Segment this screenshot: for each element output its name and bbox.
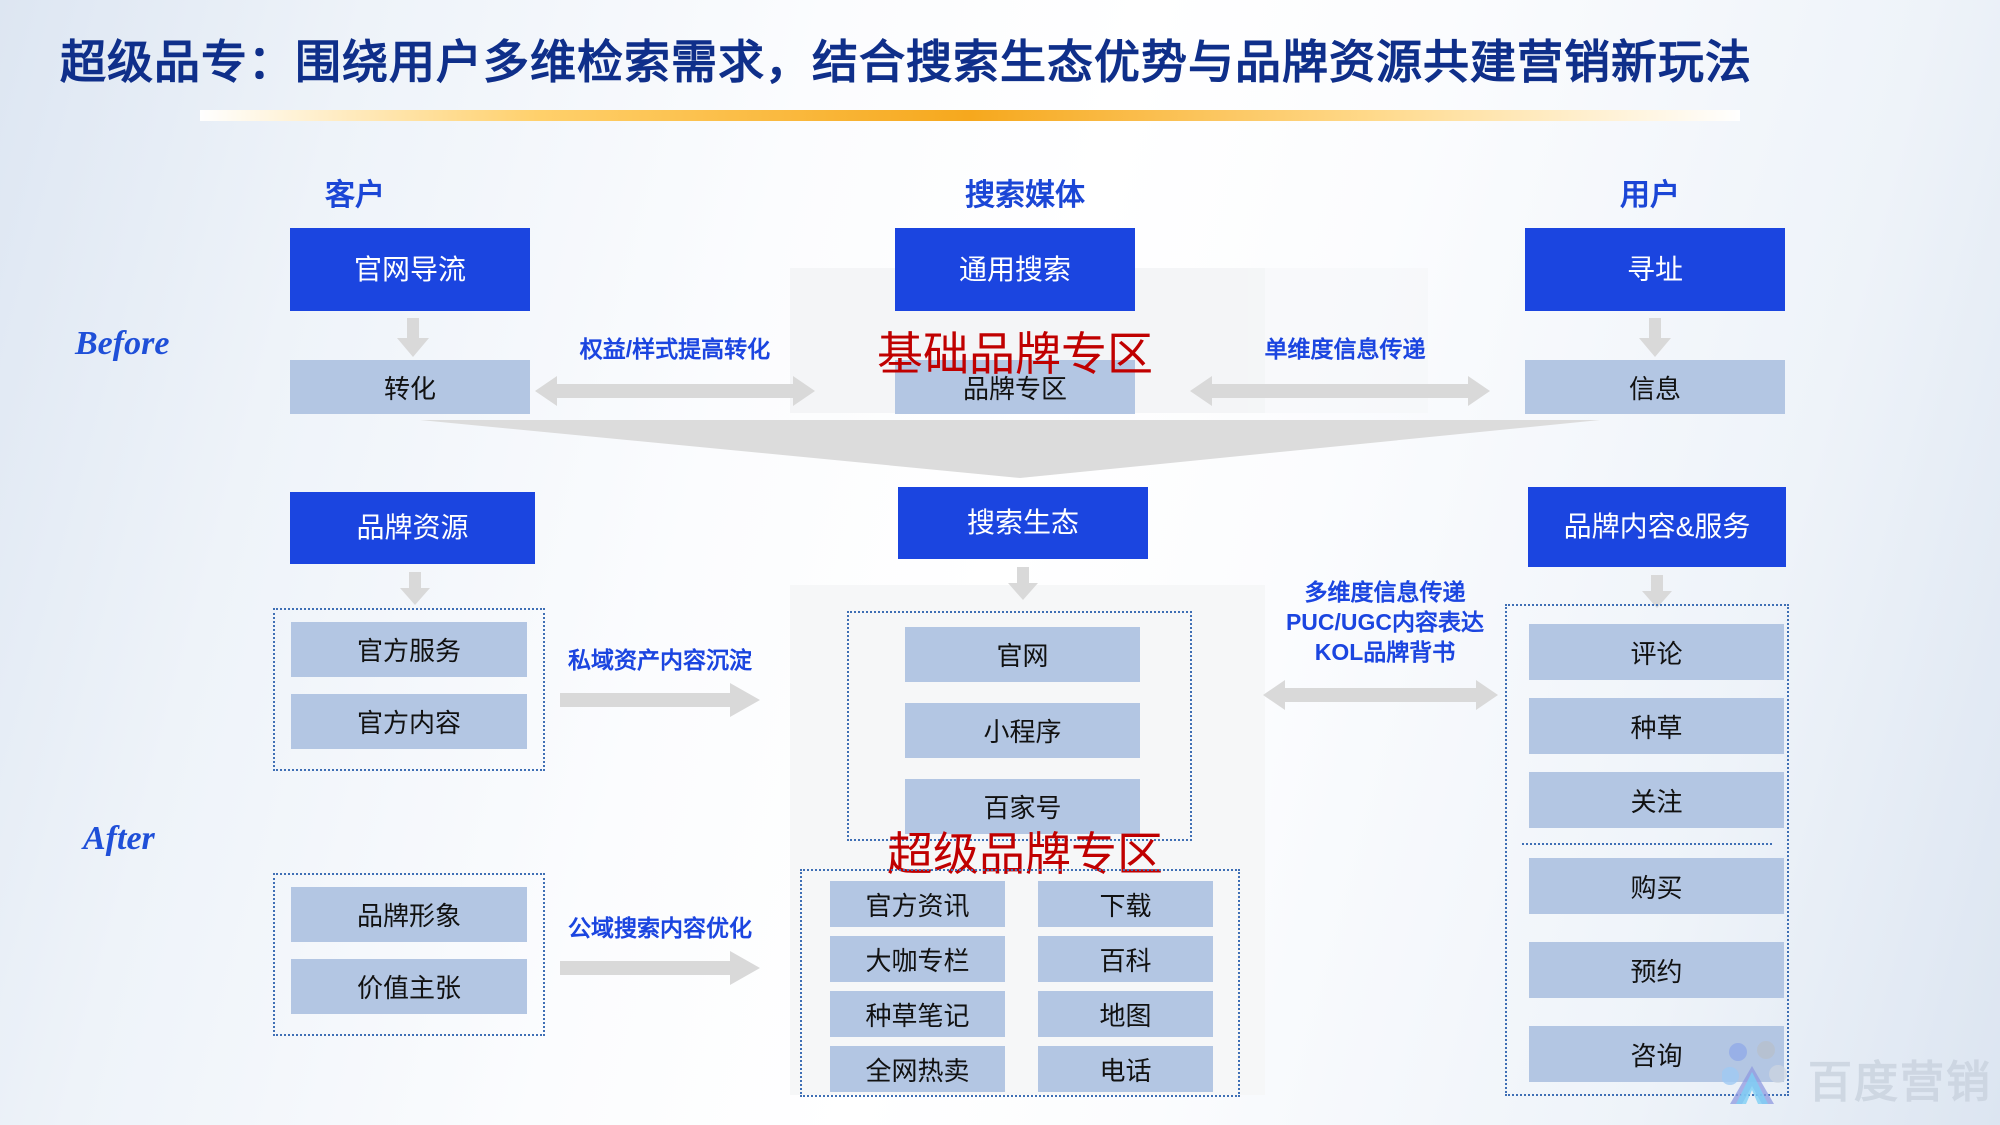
after-customer-public-item-0-label: 品牌形象 bbox=[356, 901, 461, 931]
after-customer-private-item-0[interactable]: 官方服务 bbox=[291, 622, 527, 677]
after-connector-public-arrow-icon bbox=[560, 951, 760, 985]
after-media-bottom-left-item-0[interactable]: 官方资讯 bbox=[830, 881, 1005, 927]
after-media-primary-label: 搜索生态 bbox=[966, 507, 1079, 539]
before-connector-left-label: 权益/样式提高转化 bbox=[579, 336, 771, 362]
before-user-secondary-label: 信息 bbox=[1628, 373, 1681, 404]
after-media-bottom-right-item-0-label: 下载 bbox=[1099, 890, 1152, 921]
after-media-bottom-group bbox=[800, 869, 1240, 1097]
after-connector-private-arrow-icon bbox=[560, 683, 760, 717]
after-media-bottom-right-item-1-label: 百科 bbox=[1099, 945, 1152, 976]
after-user-group bbox=[1505, 604, 1789, 1096]
before-connector-left-arrow-icon bbox=[535, 376, 815, 406]
after-connector-right-line-1: PUC/UGC内容表达 bbox=[1285, 609, 1485, 635]
after-media-bottom-right-item-2-label: 地图 bbox=[1099, 1000, 1152, 1031]
after-media-bottom-right-item-2[interactable]: 地图 bbox=[1038, 991, 1213, 1037]
after-user-group-divider bbox=[1522, 843, 1772, 845]
before-user-primary-label: 寻址 bbox=[1626, 253, 1683, 285]
after-customer-private-group bbox=[273, 608, 545, 771]
after-connector-right-arrow-icon bbox=[1263, 680, 1498, 710]
baidu-paw-logo-icon bbox=[1722, 1041, 1787, 1104]
after-customer-down-arrow-icon bbox=[400, 572, 430, 605]
after-connector-right-line-2: KOL品牌背书 bbox=[1314, 639, 1456, 665]
after-media-primary-box[interactable]: 搜索生态 bbox=[898, 487, 1148, 559]
after-media-bottom-right-item-0[interactable]: 下载 bbox=[1038, 881, 1213, 927]
after-overlay-label: 超级品牌专区 bbox=[887, 828, 1163, 880]
before-media-overlay-label: 基础品牌专区 bbox=[877, 328, 1153, 380]
after-media-top-item-2-label: 百家号 bbox=[983, 793, 1062, 823]
row-label-after: After bbox=[83, 820, 155, 857]
after-connector-private-label: 私域资产内容沉淀 bbox=[568, 647, 752, 673]
after-customer-private-item-1-label: 官方内容 bbox=[356, 708, 461, 738]
after-media-bottom-left-item-1-label: 大咖专栏 bbox=[865, 945, 970, 976]
after-customer-private-item-0-label: 官方服务 bbox=[356, 636, 461, 666]
before-media-primary-box[interactable]: 通用搜索 bbox=[895, 228, 1135, 311]
row-label-before: Before bbox=[75, 325, 170, 362]
after-connector-right-line-0: 多维度信息传递 bbox=[1304, 579, 1466, 605]
before-connector-right-label: 单维度信息传递 bbox=[1264, 336, 1426, 362]
after-media-bottom-left-item-0-label: 官方资讯 bbox=[865, 890, 970, 921]
column-header-customer: 客户 bbox=[325, 179, 385, 212]
after-media-top-item-0-label: 官网 bbox=[996, 641, 1049, 671]
after-user-top-item-0-label: 评论 bbox=[1630, 638, 1683, 669]
column-header-media: 搜索媒体 bbox=[965, 179, 1085, 212]
after-media-bottom-right-item-3-label: 电话 bbox=[1099, 1055, 1152, 1086]
after-media-top-item-1-label: 小程序 bbox=[983, 717, 1062, 747]
after-user-top-item-0[interactable]: 评论 bbox=[1529, 624, 1784, 680]
before-user-down-arrow-icon bbox=[1639, 318, 1671, 357]
before-media-secondary-box[interactable]: 品牌专区 bbox=[895, 360, 1135, 414]
after-customer-public-item-0[interactable]: 品牌形象 bbox=[291, 887, 527, 942]
after-customer-public-item-1-label: 价值主张 bbox=[356, 973, 461, 1003]
column-header-user: 用户 bbox=[1620, 179, 1680, 212]
after-media-bottom-right-item-1[interactable]: 百科 bbox=[1038, 936, 1213, 982]
after-media-bottom-left-item-2[interactable]: 种草笔记 bbox=[830, 991, 1005, 1037]
after-media-top-item-0[interactable]: 官网 bbox=[905, 627, 1140, 682]
after-user-bottom-item-1-label: 预约 bbox=[1630, 956, 1683, 987]
after-media-bottom-left-item-3[interactable]: 全网热卖 bbox=[830, 1046, 1005, 1092]
after-user-top-item-1[interactable]: 种草 bbox=[1529, 698, 1784, 754]
after-media-top-group bbox=[847, 611, 1192, 841]
after-media-bottom-left-item-3-label: 全网热卖 bbox=[865, 1055, 970, 1086]
after-customer-public-item-1[interactable]: 价值主张 bbox=[291, 959, 527, 1014]
before-user-primary-box[interactable]: 寻址 bbox=[1525, 228, 1785, 311]
after-media-bottom-left-item-2-label: 种草笔记 bbox=[865, 1000, 970, 1031]
after-user-down-arrow-icon bbox=[1642, 575, 1672, 608]
before-media-primary-label: 通用搜索 bbox=[958, 253, 1071, 285]
after-media-down-arrow-icon bbox=[1008, 567, 1038, 600]
before-customer-secondary-box[interactable]: 转化 bbox=[290, 360, 530, 414]
after-customer-primary-label: 品牌资源 bbox=[356, 512, 469, 544]
after-user-top-item-2-label: 关注 bbox=[1630, 786, 1683, 817]
before-customer-primary-box[interactable]: 官网导流 bbox=[290, 228, 530, 311]
after-user-bottom-item-2-label: 咨询 bbox=[1630, 1040, 1683, 1071]
after-media-top-item-2[interactable]: 百家号 bbox=[905, 779, 1140, 834]
after-user-top-item-2[interactable]: 关注 bbox=[1529, 772, 1784, 828]
after-user-primary-box[interactable]: 品牌内容&服务 bbox=[1528, 487, 1786, 567]
page-title: 超级品专：围绕用户多维检索需求，结合搜索生态优势与品牌资源共建营销新玩法 bbox=[60, 36, 1752, 88]
after-user-top-item-1-label: 种草 bbox=[1630, 712, 1683, 743]
after-user-primary-label: 品牌内容&服务 bbox=[1563, 511, 1751, 543]
after-customer-public-group bbox=[273, 873, 545, 1036]
after-user-bottom-item-0[interactable]: 购买 bbox=[1529, 858, 1784, 914]
before-customer-secondary-label: 转化 bbox=[383, 373, 436, 404]
before-customer-down-arrow-icon bbox=[397, 318, 429, 357]
before-user-secondary-box[interactable]: 信息 bbox=[1525, 360, 1785, 414]
after-user-bottom-item-0-label: 购买 bbox=[1630, 872, 1683, 903]
before-connector-right-arrow-icon bbox=[1190, 376, 1490, 406]
after-media-top-item-1[interactable]: 小程序 bbox=[905, 703, 1140, 758]
after-connector-public-label: 公域搜索内容优化 bbox=[568, 915, 752, 941]
after-media-bottom-left-item-1[interactable]: 大咖专栏 bbox=[830, 936, 1005, 982]
after-user-bottom-item-1[interactable]: 预约 bbox=[1529, 942, 1784, 998]
watermark-label: 百度营销 bbox=[1808, 1058, 1992, 1107]
before-media-secondary-label: 品牌专区 bbox=[962, 373, 1067, 404]
after-customer-primary-box[interactable]: 品牌资源 bbox=[290, 492, 535, 564]
before-customer-primary-label: 官网导流 bbox=[353, 253, 466, 285]
after-media-bottom-right-item-3[interactable]: 电话 bbox=[1038, 1046, 1213, 1092]
before-after-transition-arrow-icon bbox=[420, 420, 1600, 478]
after-customer-private-item-1[interactable]: 官方内容 bbox=[291, 694, 527, 749]
title-underline-rule bbox=[200, 110, 1740, 121]
